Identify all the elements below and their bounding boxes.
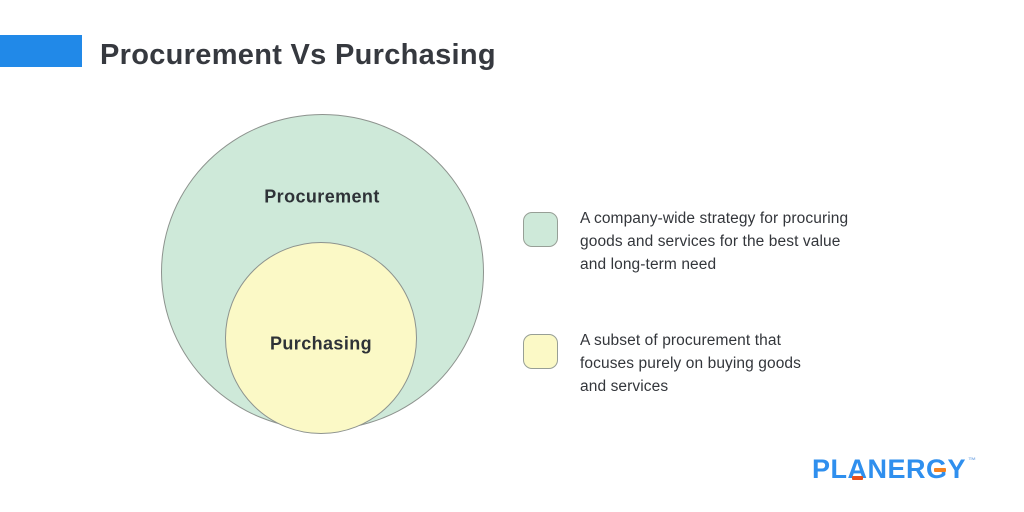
page-title: Procurement Vs Purchasing (100, 39, 496, 71)
logo-letter-a: A (847, 454, 868, 484)
legend-item-purchasing: A subset of procurement that focuses pur… (523, 329, 801, 398)
logo-letter-r: R (906, 454, 927, 484)
legend-line: goods and services for the best value (580, 233, 841, 250)
trademark-symbol: ™ (968, 456, 977, 465)
legend-item-procurement: A company-wide strategy for procuring go… (523, 207, 848, 276)
purchasing-swatch (523, 334, 558, 369)
legend-line: A subset of procurement that (580, 332, 781, 349)
procurement-description: A company-wide strategy for procuring go… (580, 207, 848, 276)
legend-line: and services (580, 378, 669, 395)
purchasing-description: A subset of procurement that focuses pur… (580, 329, 801, 398)
logo-g-accent (933, 468, 946, 472)
logo-letter-g: G (926, 456, 948, 483)
legend-line: A company-wide strategy for procuring (580, 210, 849, 227)
logo-a-accent (852, 476, 864, 480)
title-accent-bar (0, 35, 82, 67)
logo-letter-e: E (887, 454, 907, 484)
logo-letter-p: P (812, 454, 831, 484)
planergy-logo: P L A N E R G Y ™ (812, 456, 976, 483)
purchasing-label: Purchasing (269, 333, 373, 354)
logo-letter-y: Y (947, 454, 967, 484)
purchasing-circle (225, 242, 417, 434)
legend-line: and long-term need (580, 256, 717, 273)
procurement-label: Procurement (264, 186, 380, 207)
logo-letter-n: N (867, 454, 888, 484)
logo-letter-l: L (830, 454, 848, 484)
procurement-swatch (523, 212, 558, 247)
legend-line: focuses purely on buying goods (580, 355, 802, 372)
